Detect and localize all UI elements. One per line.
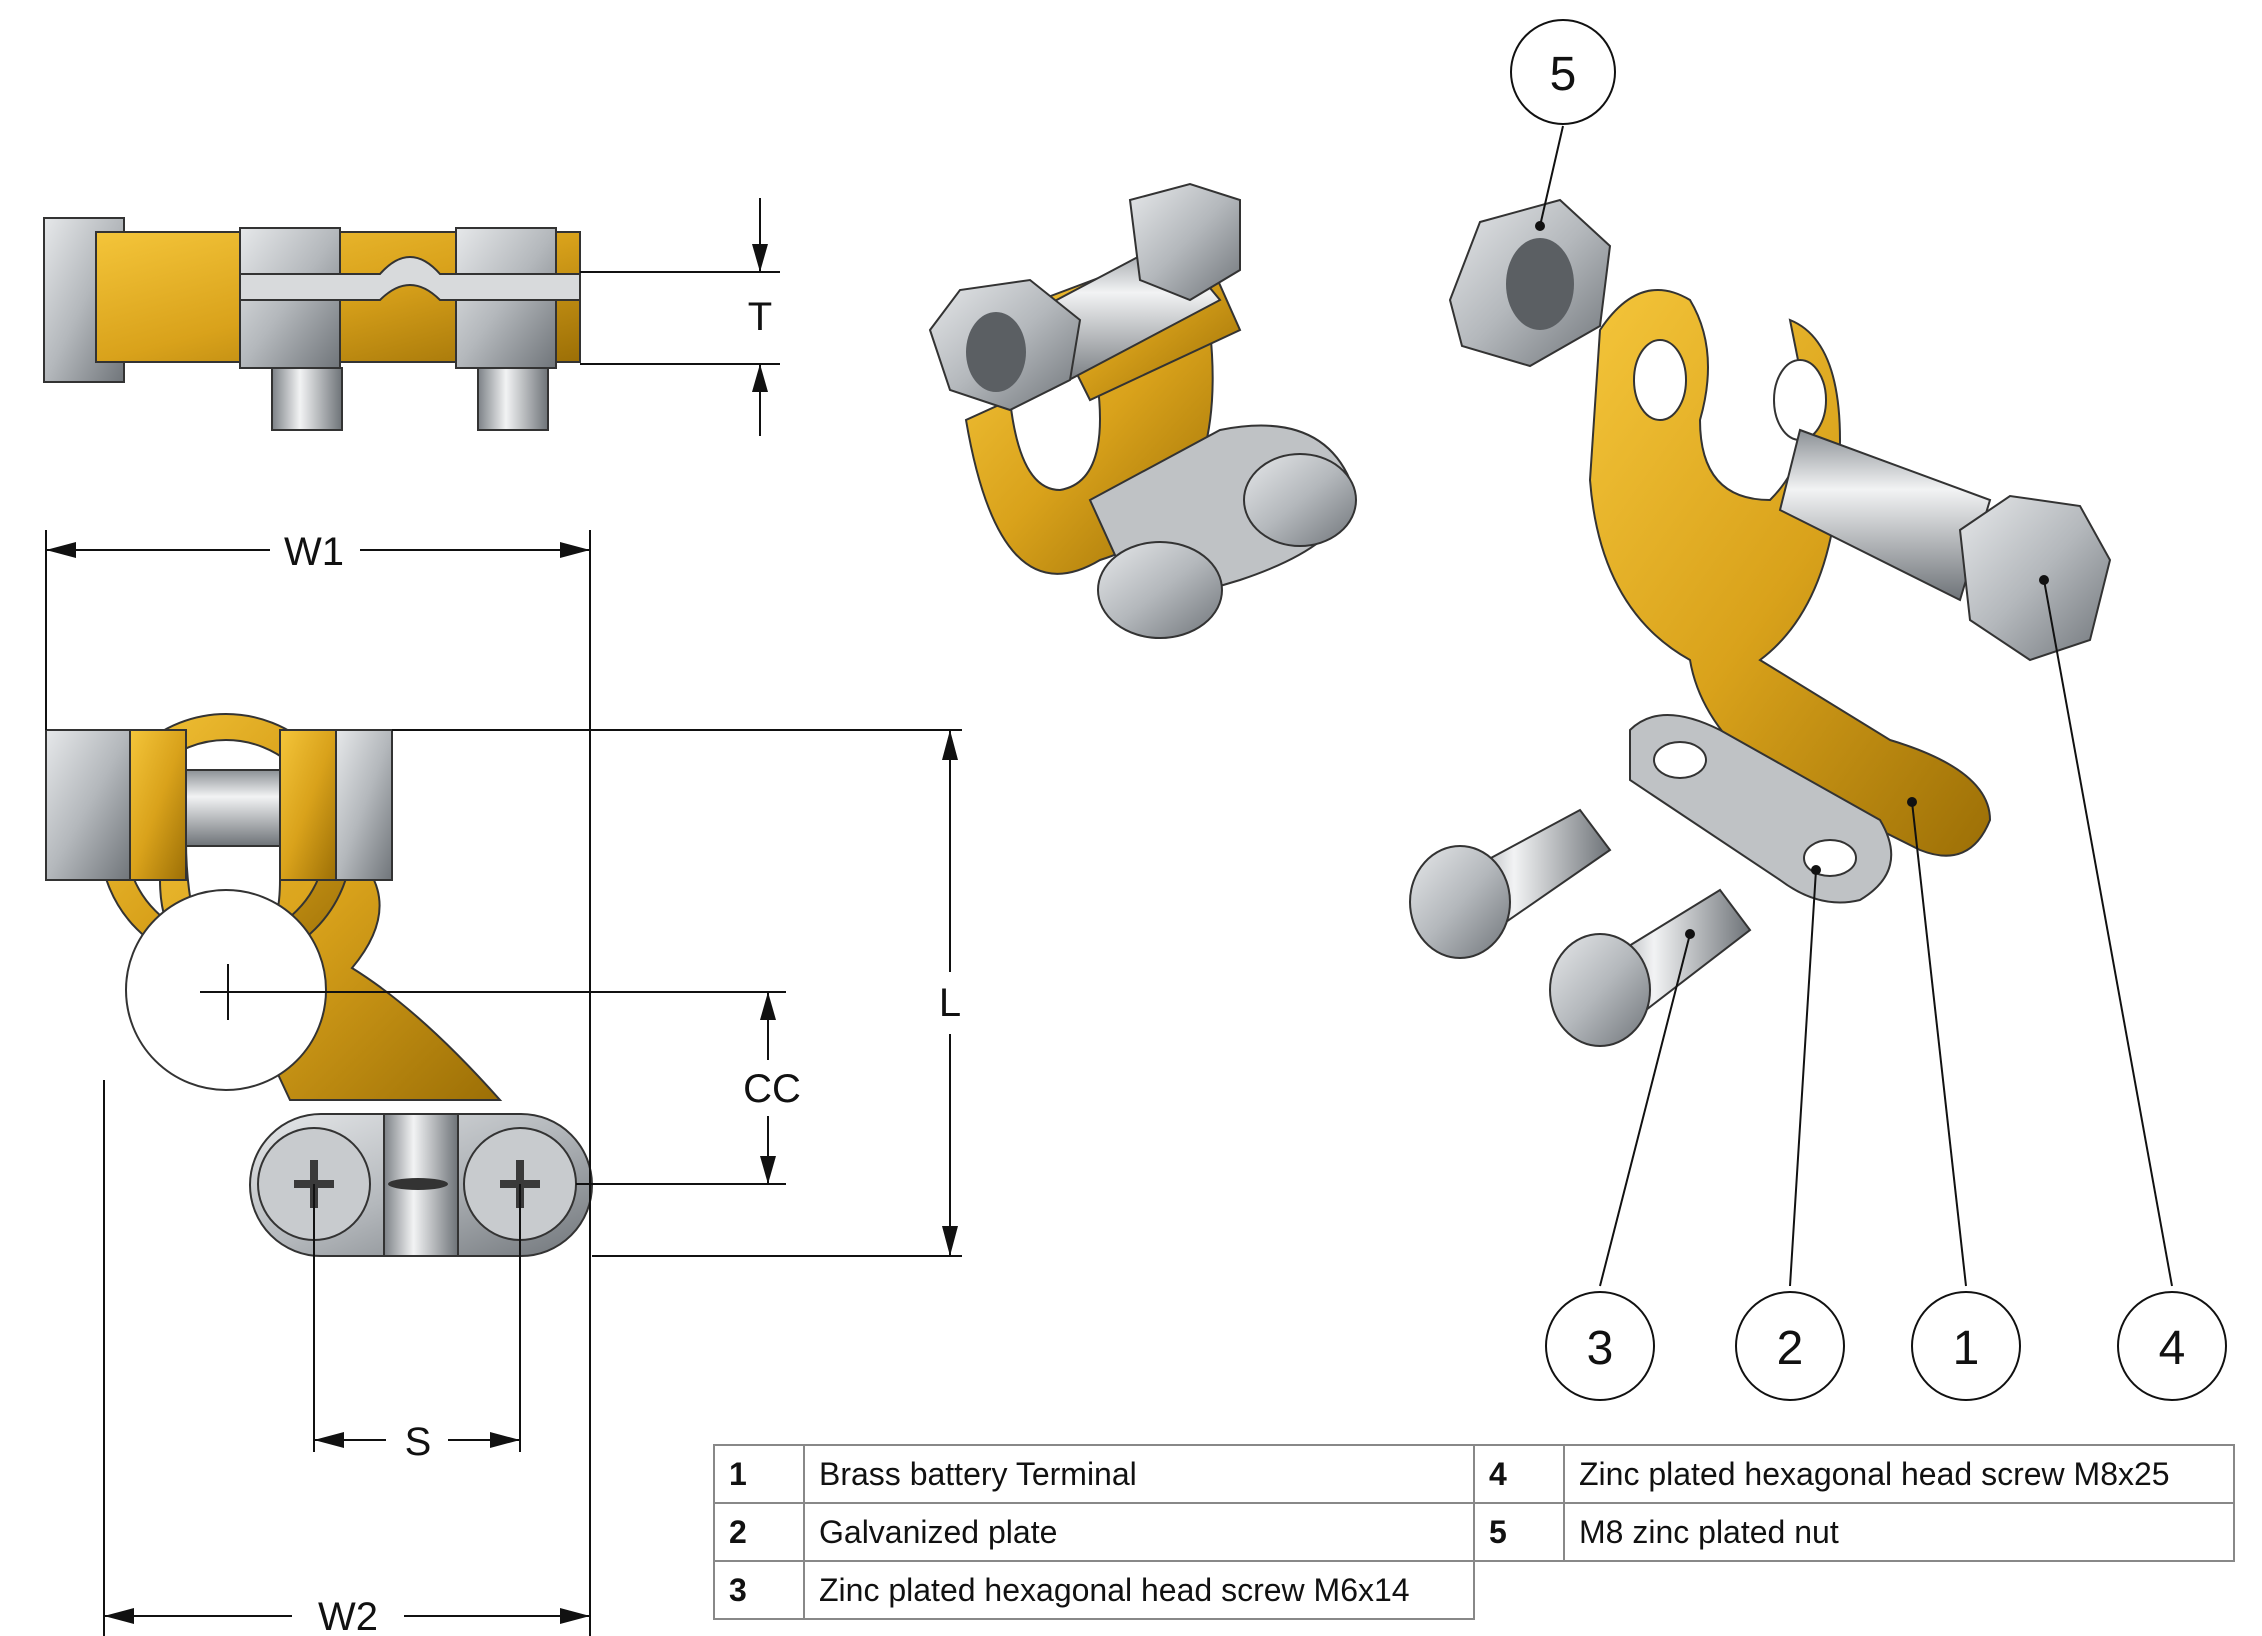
callout-1 — [1911, 1291, 2021, 1401]
exp-plate-hole-left — [1653, 741, 1707, 779]
dim-label-W1: W1 — [284, 530, 344, 574]
part-description: Zinc plated hexagonal head screw M6x14 — [803, 1560, 1475, 1620]
dim-label-L: L — [939, 981, 961, 1025]
exploded-view — [1409, 198, 2112, 1047]
exp-terminal-hole-right — [1773, 359, 1827, 441]
side-plate — [239, 256, 581, 301]
dim-label-CC: CC — [743, 1067, 801, 1111]
dimension-L: L — [392, 729, 962, 1257]
top-bolt-shank — [185, 769, 281, 847]
dim-label-W2: W2 — [318, 1595, 378, 1636]
callout-label-3: 3 — [1587, 1322, 1614, 1375]
exp-screw-head-left — [1409, 845, 1511, 959]
side-screw-shank-right — [477, 367, 549, 431]
table-row: 1 Brass battery Terminal 4 Zinc plated h… — [713, 1444, 2235, 1504]
exp-bolt-head — [1958, 494, 2112, 662]
exp-bolt-shank — [1778, 428, 1992, 602]
dim-label-T: T — [748, 295, 772, 339]
table-row: 2 Galvanized plate 5 M8 zinc plated nut — [713, 1502, 2235, 1562]
callout-label-4: 4 — [2159, 1322, 2186, 1375]
part-number: 4 — [1473, 1444, 1565, 1504]
callout-3 — [1545, 1291, 1655, 1401]
callout-2 — [1735, 1291, 1845, 1401]
callout-label-5: 5 — [1550, 48, 1577, 101]
top-view — [45, 713, 593, 1257]
side-view — [43, 217, 581, 431]
part-number: 3 — [713, 1560, 805, 1620]
part-description: Galvanized plate — [803, 1502, 1475, 1562]
top-plate-slot — [388, 1178, 448, 1190]
dimension-CC: CC — [256, 991, 801, 1185]
dim-label-S: S — [405, 1420, 432, 1464]
part-number: 1 — [713, 1444, 805, 1504]
table-row: 3 Zinc plated hexagonal head screw M6x14 — [713, 1560, 2234, 1620]
top-nut — [335, 729, 393, 881]
iso-screw-head-left — [1097, 541, 1223, 639]
assembled-view — [928, 182, 1357, 639]
exp-nut-hole — [1506, 238, 1574, 330]
top-ear-left — [129, 729, 187, 881]
side-screw-shank-left — [271, 367, 343, 431]
part-description: Brass battery Terminal — [803, 1444, 1475, 1504]
top-ring-hole — [125, 889, 327, 1091]
part-description: Zinc plated hexagonal head screw M8x25 — [1563, 1444, 2235, 1504]
dimension-W1: W1 — [45, 530, 591, 1286]
callout-label-2: 2 — [1777, 1322, 1804, 1375]
part-description: M8 zinc plated nut — [1563, 1502, 2235, 1562]
callout-4 — [2117, 1291, 2227, 1401]
exp-terminal-hole-left — [1633, 339, 1687, 421]
dimension-T: T — [580, 198, 780, 436]
callout-label-1: 1 — [1953, 1322, 1980, 1375]
parts-table: 1 Brass battery Terminal 4 Zinc plated h… — [713, 1444, 2235, 1620]
callout-5 — [1510, 19, 1616, 125]
part-number: 5 — [1473, 1502, 1565, 1562]
iso-bolt-head — [1128, 182, 1241, 302]
top-bolt-head — [45, 729, 131, 881]
callouts: 5 3 2 1 4 — [1510, 19, 2227, 1401]
top-ear-right — [279, 729, 337, 881]
dimension-S: S — [313, 1184, 521, 1464]
iso-nut-hole — [966, 312, 1026, 392]
iso-screw-head-right — [1243, 453, 1357, 547]
exp-screw-head-right — [1549, 933, 1651, 1047]
dimension-W2: W2 — [103, 1080, 591, 1636]
part-number: 2 — [713, 1502, 805, 1562]
